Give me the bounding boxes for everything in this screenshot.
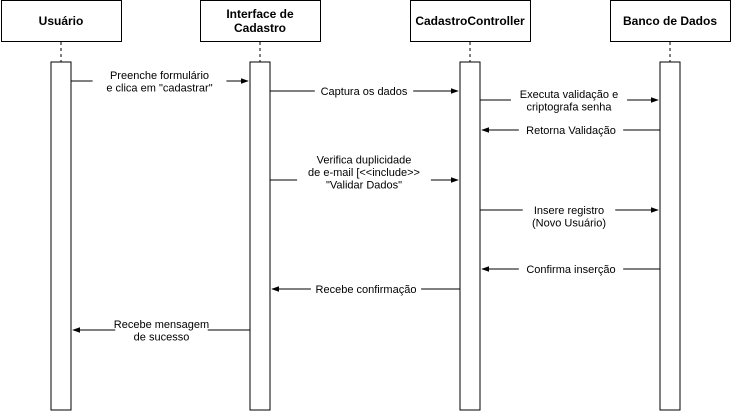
message-label: Recebe confirmação (316, 284, 417, 296)
message-label: Recebe mensagem (114, 319, 209, 331)
message-label-bg (518, 122, 624, 138)
activation-bar-interface-de-cadastro (249, 61, 271, 411)
message-label: Retorna Validação (526, 125, 616, 137)
participant-label: Cadastro (234, 21, 286, 35)
participant-box-interface-de-cadastro[interactable] (200, 0, 321, 42)
message-label-bg (297, 152, 431, 192)
message-label-bg (314, 83, 414, 99)
participant-label: Interface de (226, 7, 294, 21)
message-label: Executa validação e (520, 89, 618, 101)
message-label-bg (310, 281, 422, 297)
message-label-bg (92, 67, 227, 95)
participant-box-cadastrocontroller[interactable] (410, 0, 531, 42)
participant-label: Usuário (39, 14, 84, 28)
message-label: Verifica duplicidade (317, 155, 412, 167)
message-label: criptografa senha (527, 101, 613, 113)
message-label: Captura os dados (321, 86, 408, 98)
activation-bar-banco-de-dados (659, 61, 681, 411)
message-label: Confirma inserção (526, 264, 615, 276)
message-label-bg (522, 202, 616, 230)
participant-label: Banco de Dados (623, 14, 717, 28)
message-label: (Novo Usuário) (532, 217, 606, 229)
activation-bar-cadastrocontroller (459, 61, 481, 411)
message-label: "Validar Dados" (326, 180, 402, 192)
message-label: Insere registro (534, 205, 604, 217)
message-label: de e-mail [<<include>> (308, 167, 420, 179)
participant-box-usuario[interactable] (1, 0, 122, 42)
participant-label: CadastroController (415, 14, 525, 28)
message-label-bg (115, 316, 208, 344)
activation-bar-usuario (50, 61, 72, 411)
message-label-bg (510, 86, 628, 114)
message-label-bg (518, 261, 624, 277)
message-label: e clica em "cadastrar" (106, 82, 212, 94)
message-label: de sucesso (134, 331, 190, 343)
message-label: Preenche formulário (110, 70, 209, 82)
